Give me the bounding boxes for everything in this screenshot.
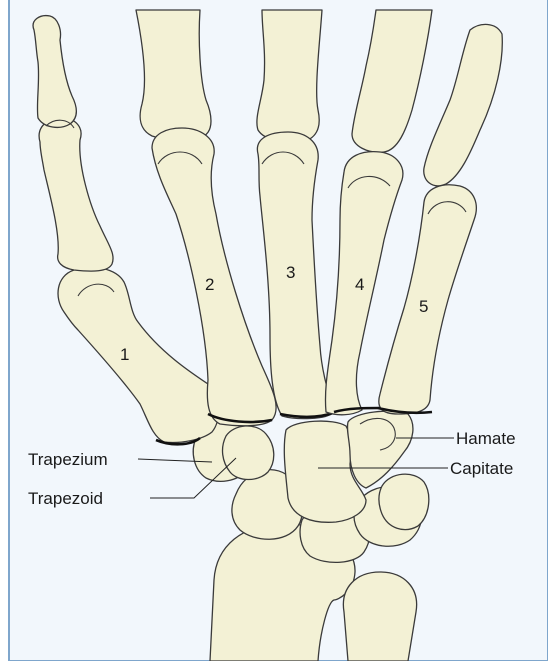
pisiform-bone bbox=[379, 474, 429, 529]
capitate-label: Capitate bbox=[450, 459, 513, 478]
trapezoid-bone bbox=[223, 426, 274, 480]
hamate-label: Hamate bbox=[456, 429, 516, 448]
trapezium-label: Trapezium bbox=[28, 450, 108, 469]
digit-3 bbox=[257, 10, 336, 419]
thumb-proximal-phalanx bbox=[39, 118, 113, 271]
digit-number-2: 2 bbox=[205, 275, 214, 294]
middle-proximal-phalanx bbox=[257, 10, 322, 143]
middle-metacarpal bbox=[257, 132, 334, 419]
ulna-bone bbox=[343, 572, 416, 661]
little-proximal-phalanx bbox=[424, 24, 503, 185]
trapezoid-label: Trapezoid bbox=[28, 489, 103, 508]
digit-number-4: 4 bbox=[355, 275, 364, 294]
digit-number-1: 1 bbox=[120, 345, 129, 364]
digit-number-5: 5 bbox=[419, 297, 428, 316]
thumb-distal-phalanx bbox=[33, 16, 76, 128]
digit-number-3: 3 bbox=[286, 263, 295, 282]
index-proximal-phalanx bbox=[136, 10, 211, 141]
thumb-metacarpal bbox=[58, 267, 218, 442]
ring-proximal-phalanx bbox=[352, 10, 432, 152]
